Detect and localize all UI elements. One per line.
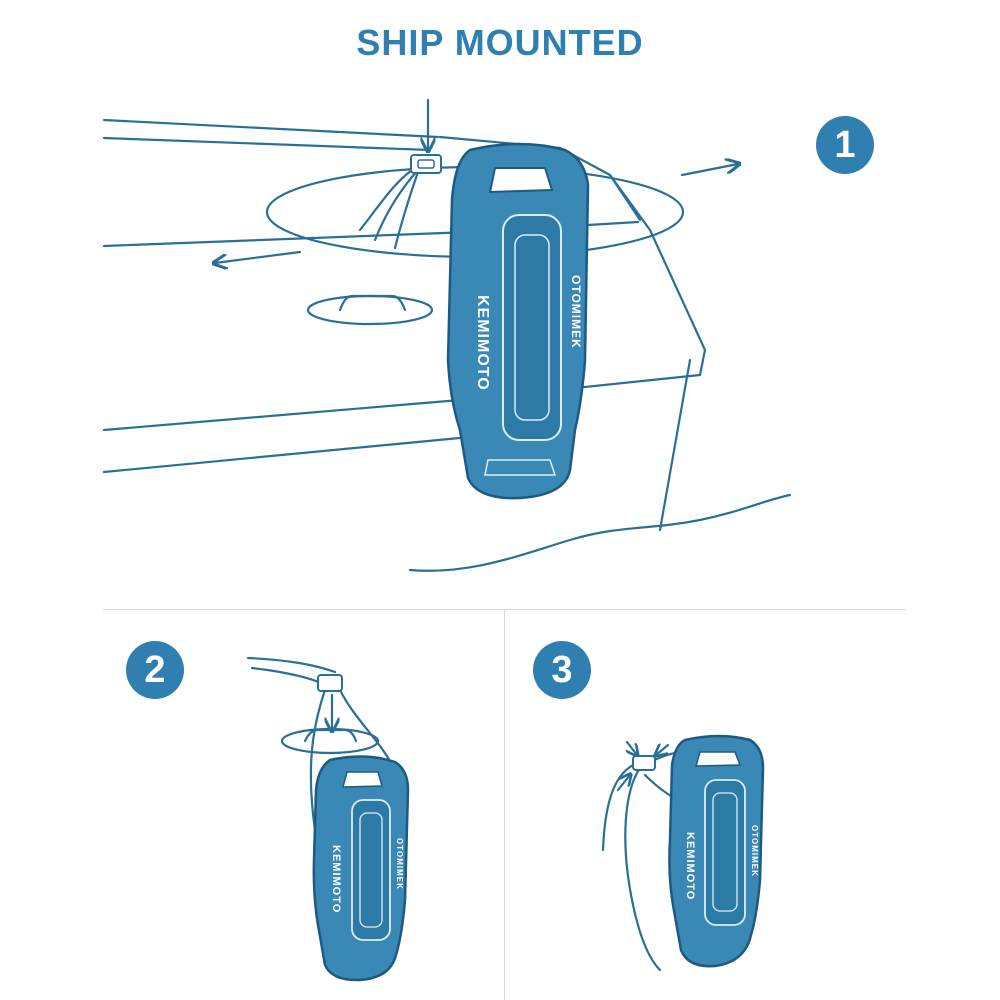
step-1-badge: 1 [816,116,874,174]
fender-1-brand-right: OTOMIMEK [569,275,583,349]
vertical-divider [504,610,505,1000]
arrow-3a [627,740,637,755]
arrow-3c [616,775,630,792]
arrow-3b [656,745,670,755]
fender-3-brand-right: OTOMIMEK [750,825,759,877]
fender-1-brand-left: KEMIMOTO [474,295,491,391]
water-line [408,493,792,572]
fender-2-brand-left: KEMIMOTO [330,845,342,913]
rope-lock-3 [632,755,656,771]
page-title: SHIP MOUNTED [356,22,644,63]
fender-3: KEMIMOTO OTOMIMEK [668,734,765,968]
right-arrow [680,164,738,177]
rope-3a [601,760,642,852]
fender-1: KEMIMOTO OTOMIMEK [446,142,590,500]
rope-lock [410,154,442,174]
rope-2a [246,656,337,674]
rope-lock-2 [317,674,343,692]
step-2-badge: 2 [126,641,184,699]
fender-2-brand-right: OTOMIMEK [395,838,404,890]
fender-2: KEMIMOTO OTOMIMEK [312,755,410,982]
horizontal-divider [103,609,906,610]
fender-3-brand-left: KEMIMOTO [684,832,696,900]
step-3-badge: 3 [533,641,591,699]
left-arrow [215,250,302,263]
